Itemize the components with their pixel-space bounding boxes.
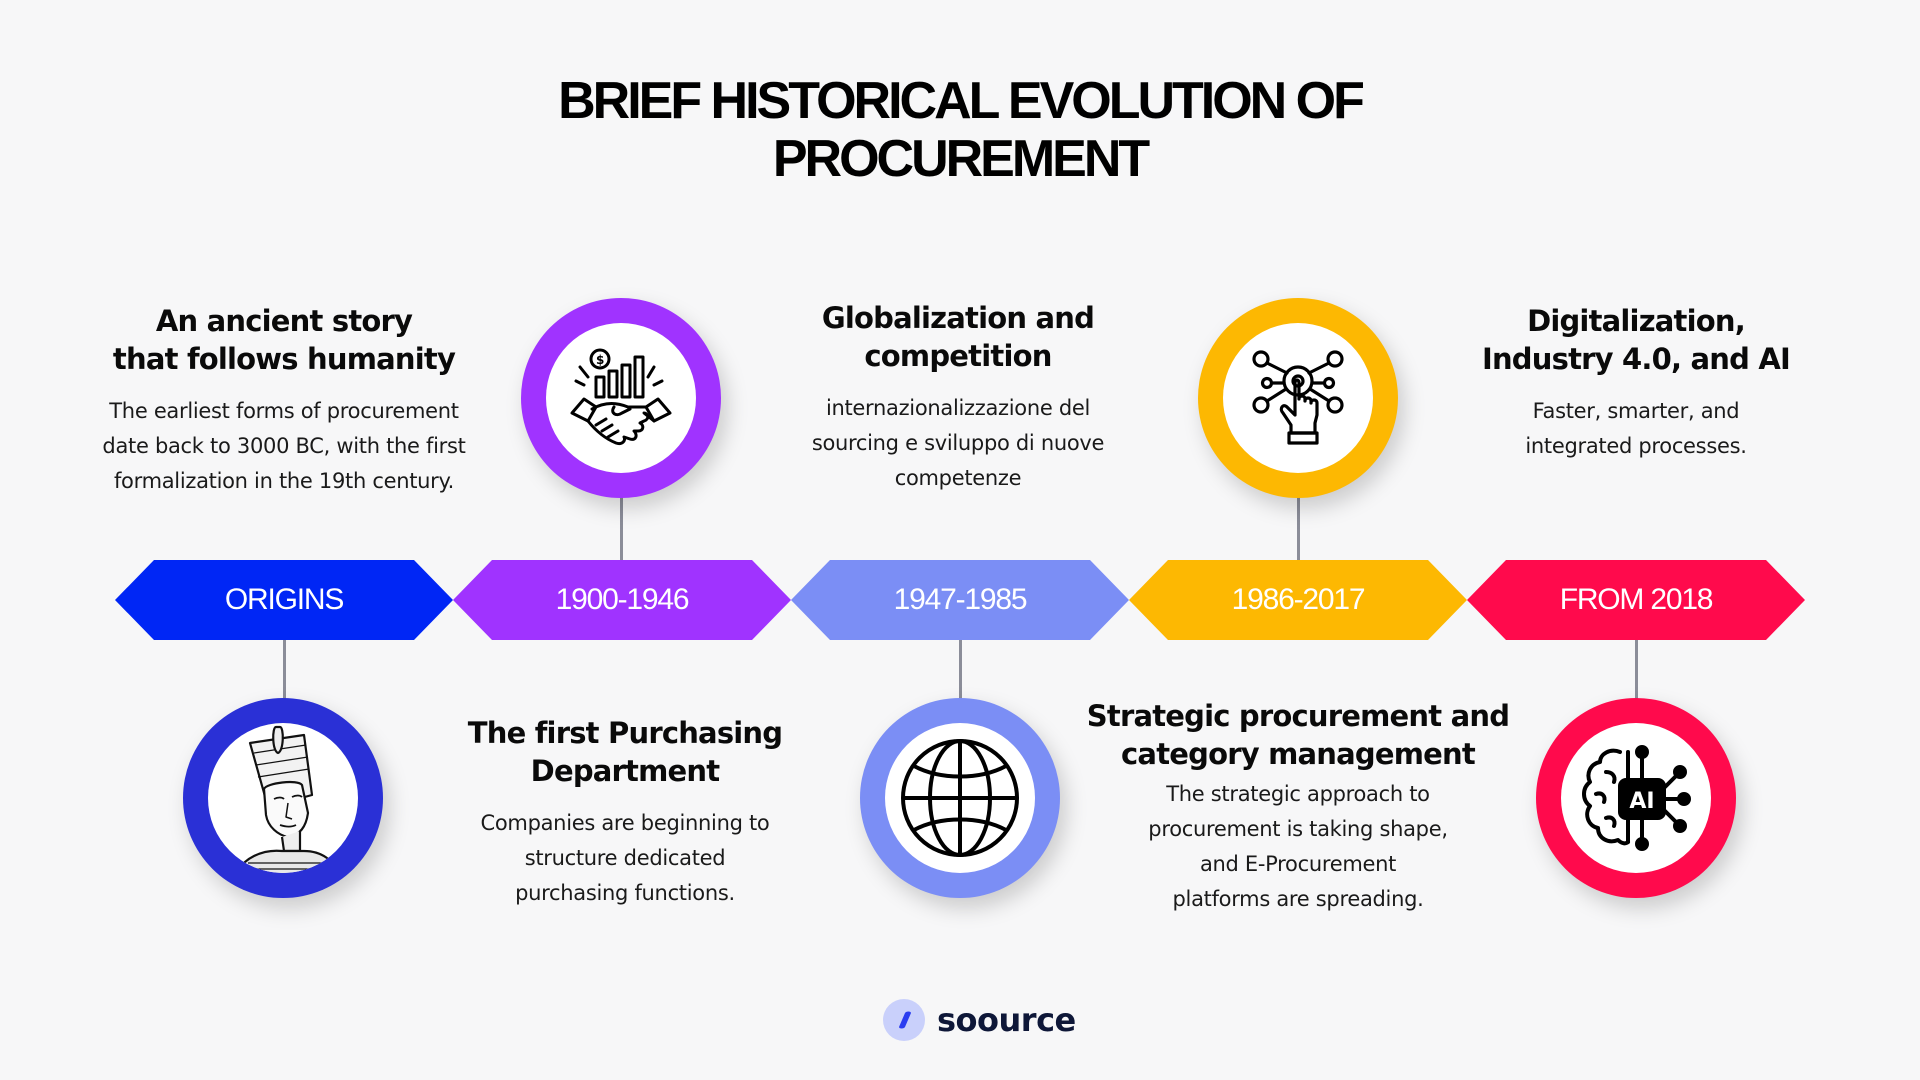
- connector-line: [1635, 640, 1638, 702]
- digitalization-heading-line: Digitalization,: [1527, 304, 1746, 338]
- digitalization-description: Faster, smarter, and integrated processe…: [1416, 394, 1856, 464]
- purchasing-dept-text-block: The first Purchasing Department Companie…: [405, 714, 845, 911]
- origins-heading: An ancient story that follows humanity: [64, 302, 504, 378]
- globalization-text-block: Globalization and competition internazio…: [738, 299, 1178, 496]
- origins-description-line: formalization in the 19th century.: [113, 469, 455, 493]
- globalization-description-line: sourcing e sviluppo di nuove: [811, 431, 1105, 455]
- timeline-step-origins: ORIGINS: [115, 560, 453, 640]
- circle-1900-1946: $: [521, 298, 721, 498]
- origins-text-block: An ancient story that follows humanity T…: [64, 302, 504, 499]
- strategic-procurement-heading: Strategic procurement and category manag…: [1058, 697, 1538, 773]
- circle-from-2018: AI: [1536, 698, 1736, 898]
- purchasing-dept-heading-line: The first Purchasing: [467, 716, 783, 750]
- timeline-label: FROM 2018: [1559, 583, 1714, 616]
- ai-brain-icon: AI: [1582, 745, 1691, 851]
- connector-line: [1297, 490, 1300, 562]
- digitalization-heading: Digitalization, Industry 4.0, and AI: [1416, 302, 1856, 378]
- soource-logo-icon: [883, 999, 925, 1041]
- globalization-heading-line: competition: [864, 339, 1052, 373]
- network-touch-icon: [1252, 350, 1344, 445]
- timeline-step-1947-1985: 1947-1985: [791, 560, 1129, 640]
- purchasing-dept-description-line: structure dedicated: [524, 846, 726, 870]
- timeline-label: 1900-1946: [555, 583, 690, 616]
- soource-logo: soource: [883, 998, 1076, 1042]
- svg-text:AI: AI: [1629, 789, 1654, 814]
- origins-heading-line: An ancient story: [155, 304, 413, 338]
- timeline-step-1986-2017: 1986-2017: [1129, 560, 1467, 640]
- connector-line: [620, 490, 623, 562]
- purchasing-dept-description: Companies are beginning to structure ded…: [405, 806, 845, 911]
- circle-1986-2017: [1198, 298, 1398, 498]
- globalization-description: internazionalizzazione del sourcing e sv…: [738, 391, 1178, 496]
- globalization-heading-line: Globalization and: [821, 301, 1095, 335]
- digitalization-description-line: Faster, smarter, and: [1532, 399, 1740, 423]
- origins-description-line: date back to 3000 BC, with the first: [102, 434, 466, 458]
- globe-icon: [901, 739, 1019, 857]
- purchasing-dept-heading-line: Department: [530, 754, 720, 788]
- origins-heading-line: that follows humanity: [112, 342, 456, 376]
- title-line-2: PROCUREMENT: [772, 130, 1150, 188]
- timeline-step-1900-1946: 1900-1946: [453, 560, 791, 640]
- strategic-procurement-description-line: platforms are spreading.: [1172, 887, 1424, 911]
- timeline-label: 1947-1985: [893, 583, 1028, 616]
- strategic-procurement-heading-line: Strategic procurement and: [1086, 699, 1510, 733]
- globalization-description-line: competenze: [894, 466, 1022, 490]
- origins-description: The earliest forms of procurement date b…: [64, 394, 504, 499]
- globalization-heading: Globalization and competition: [738, 299, 1178, 375]
- handshake-growth-icon: $: [570, 348, 672, 445]
- title-line-1: BRIEF HISTORICAL EVOLUTION OF: [558, 72, 1365, 130]
- strategic-procurement-description-line: and E-Procurement: [1199, 852, 1397, 876]
- digitalization-description-line: integrated processes.: [1525, 434, 1747, 458]
- strategic-procurement-description-line: procurement is taking shape,: [1148, 817, 1448, 841]
- strategic-procurement-text-block: Strategic procurement and category manag…: [1058, 697, 1538, 917]
- strategic-procurement-heading-line: category management: [1121, 737, 1476, 771]
- soource-logo-text: soource: [937, 1001, 1076, 1039]
- pharaoh-bust-icon: [236, 725, 340, 873]
- page-title: BRIEF HISTORICAL EVOLUTION OF PROCUREMEN…: [0, 72, 1920, 188]
- strategic-procurement-description: The strategic approach to procurement is…: [1058, 777, 1538, 917]
- purchasing-dept-description-line: Companies are beginning to: [480, 811, 770, 835]
- digitalization-text-block: Digitalization, Industry 4.0, and AI Fas…: [1416, 302, 1856, 464]
- timeline-label: ORIGINS: [224, 583, 344, 616]
- connector-line: [959, 640, 962, 702]
- timeline-label: 1986-2017: [1231, 583, 1366, 616]
- svg-text:$: $: [596, 353, 604, 367]
- origins-description-line: The earliest forms of procurement: [109, 399, 459, 423]
- circle-origins: [183, 698, 383, 898]
- circle-1947-1985: [860, 698, 1060, 898]
- purchasing-dept-heading: The first Purchasing Department: [405, 714, 845, 790]
- strategic-procurement-description-line: The strategic approach to: [1166, 782, 1430, 806]
- digitalization-heading-line: Industry 4.0, and AI: [1481, 342, 1791, 376]
- timeline-step-from-2018: FROM 2018: [1467, 560, 1805, 640]
- connector-line: [283, 640, 286, 702]
- globalization-description-line: internazionalizzazione del: [825, 396, 1091, 420]
- purchasing-dept-description-line: purchasing functions.: [515, 881, 735, 905]
